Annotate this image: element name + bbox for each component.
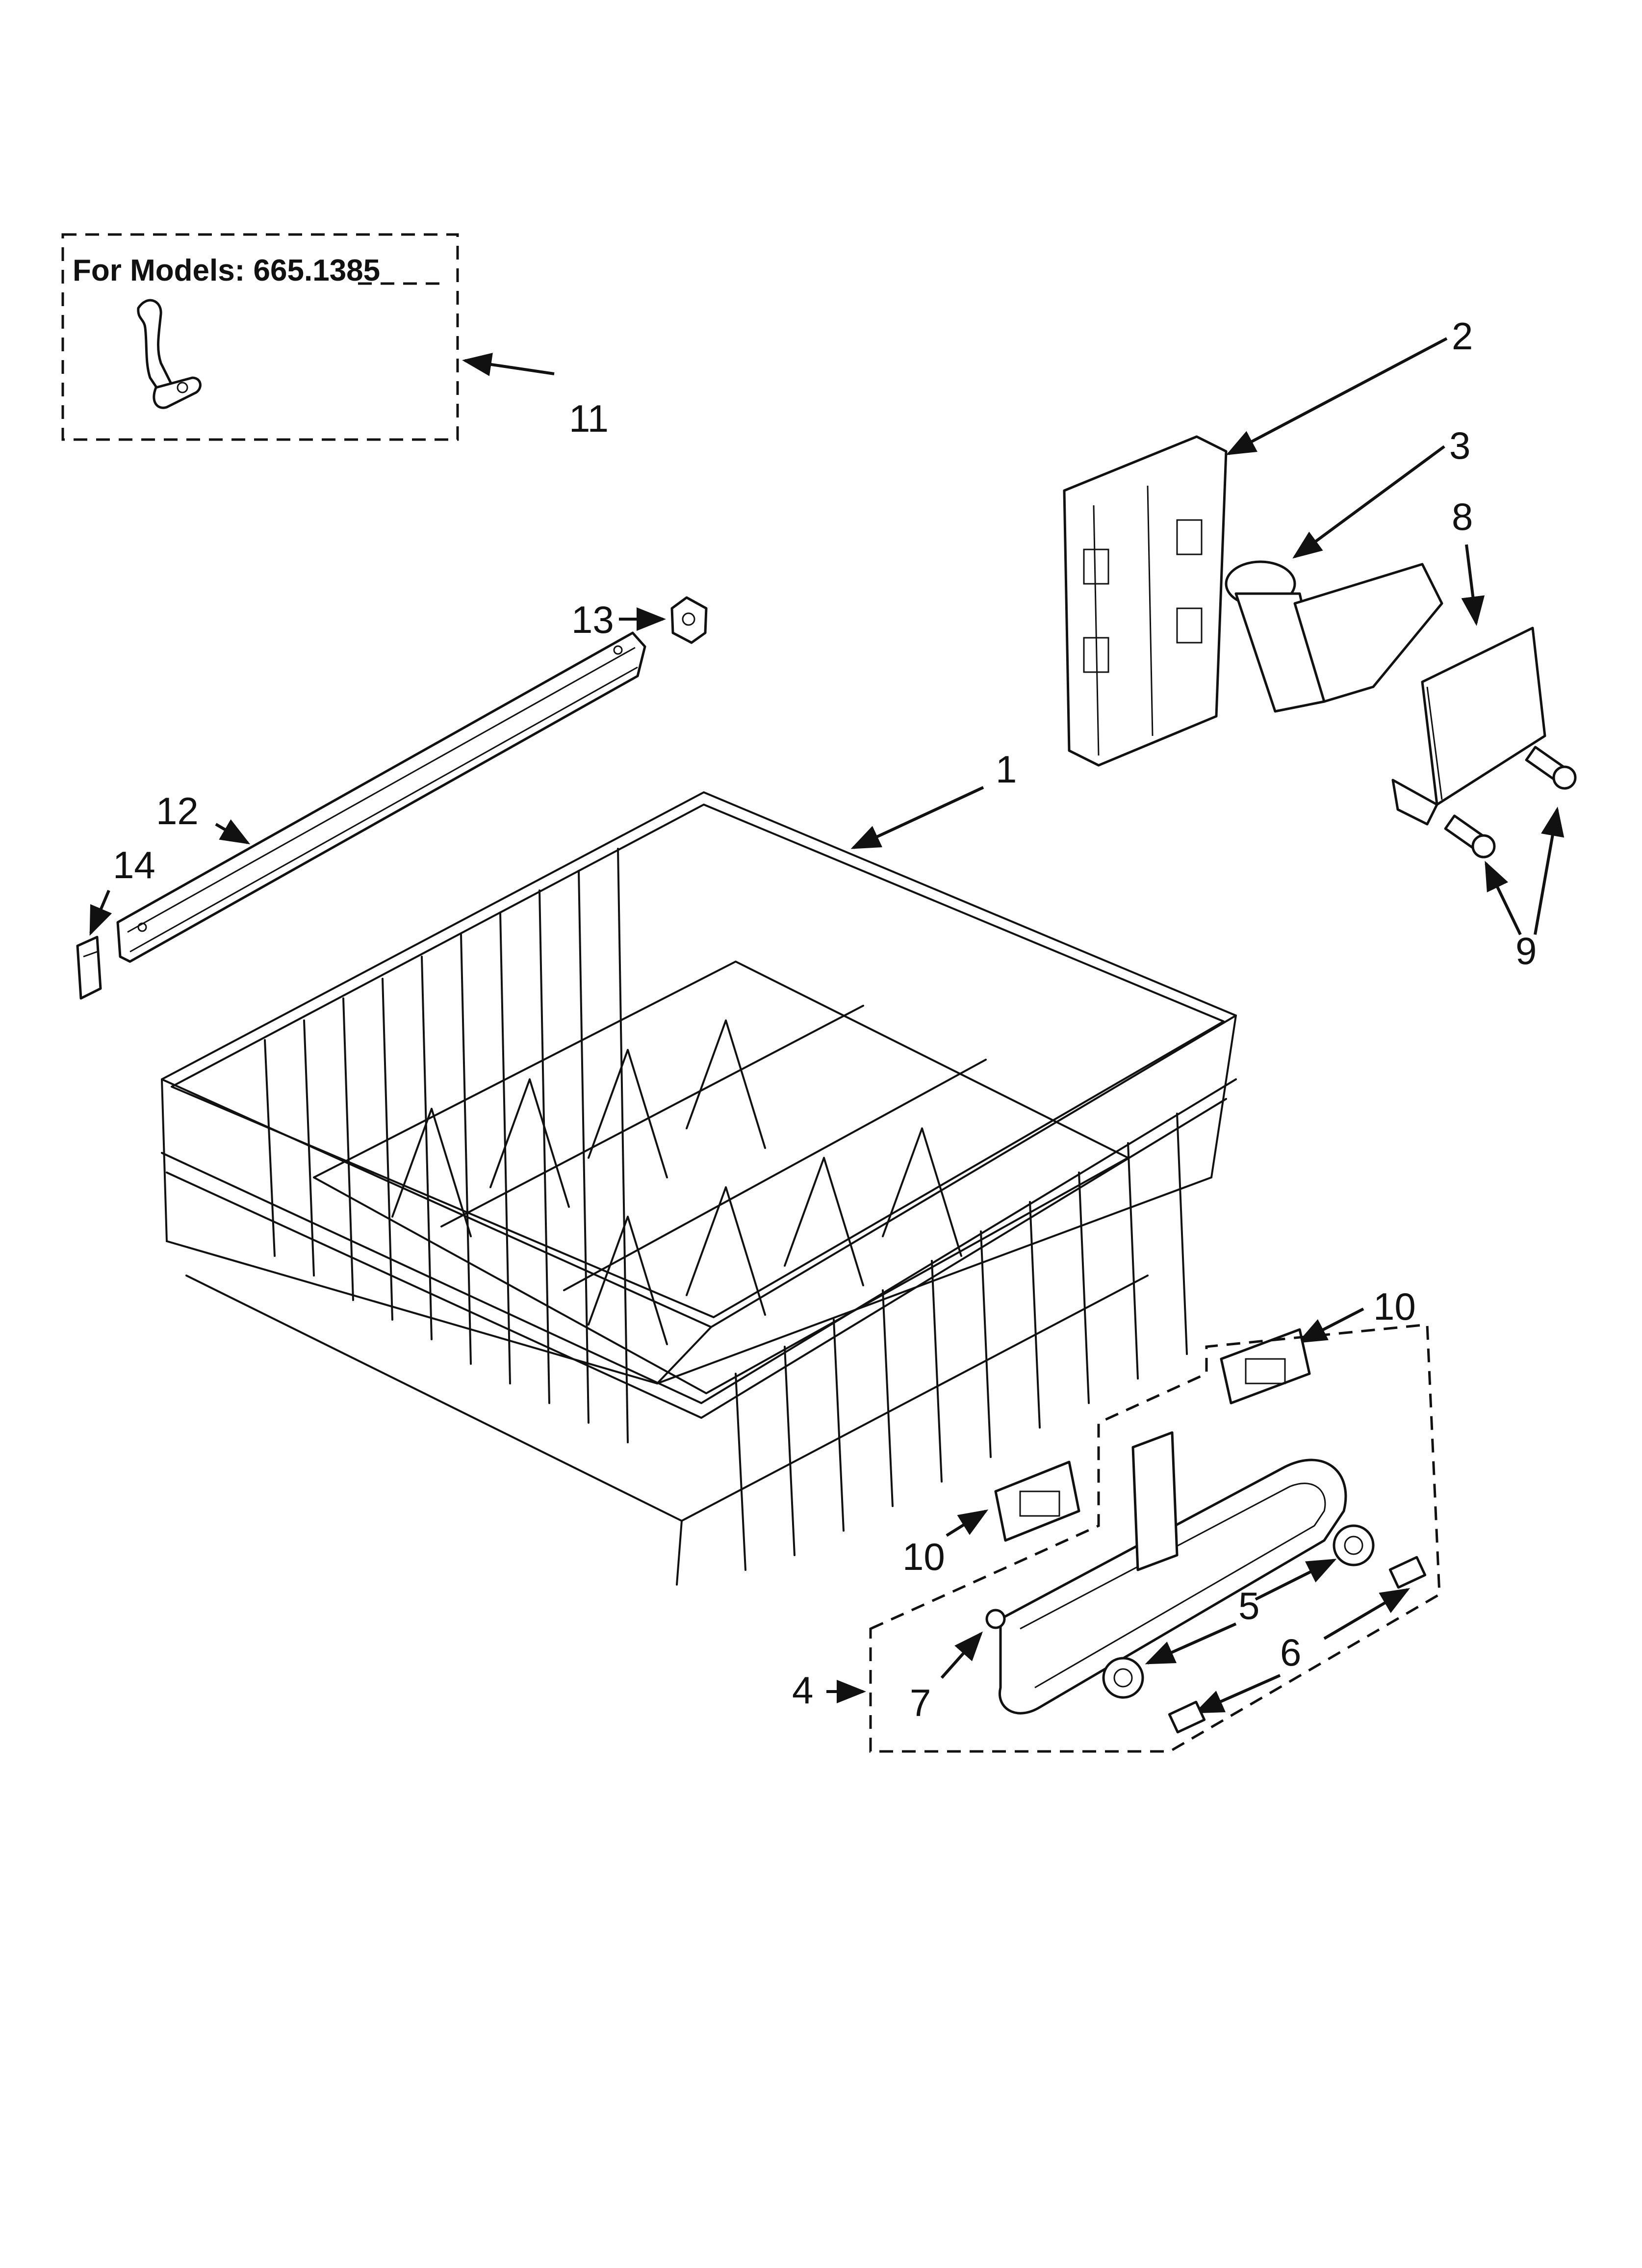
- callout-11: 11: [569, 397, 609, 440]
- callout-10-lower: 10: [902, 1535, 945, 1578]
- part-6-axle-a: [1388, 1556, 1427, 1589]
- part-9-screw-a: [1444, 814, 1496, 859]
- leader-10-lower: [946, 1509, 989, 1537]
- part-8-cover: [1391, 626, 1546, 826]
- part-5-wheel-b: [1102, 1657, 1144, 1699]
- model-note-label: For Models: 665.1385: [73, 254, 380, 287]
- part-10-clip-lower: [994, 1460, 1080, 1542]
- callout-13: 13: [571, 598, 614, 641]
- leader-5a: [1255, 1559, 1337, 1601]
- callout-8: 8: [1452, 495, 1473, 538]
- part-13-clip: [670, 596, 708, 644]
- leader-14: [89, 889, 112, 936]
- leader-6b: [1194, 1674, 1281, 1714]
- leader-7: [940, 1631, 983, 1679]
- callout-14: 14: [113, 843, 155, 886]
- part-11-clip: [137, 299, 202, 409]
- callout-12: 12: [156, 789, 199, 833]
- callout-1: 1: [996, 748, 1017, 791]
- leader-1: [850, 786, 984, 849]
- leader-8: [1461, 544, 1485, 626]
- callout-7: 7: [910, 1681, 931, 1724]
- part-12-rail: [116, 631, 646, 963]
- callout-4: 4: [792, 1668, 813, 1712]
- leader-6a: [1323, 1588, 1411, 1640]
- part-1-rack: [161, 791, 1237, 1586]
- part-3-adjuster-handle: [1225, 560, 1443, 713]
- callout-10-upper: 10: [1373, 1285, 1416, 1328]
- leader-3: [1292, 445, 1445, 559]
- part-4-assembly-box: [869, 1323, 1441, 1753]
- part-14-endcap: [76, 936, 102, 1000]
- part-9-screw-b: [1525, 746, 1577, 790]
- part-2-adjuster-housing: [1063, 435, 1228, 767]
- leader-9a: [1485, 860, 1522, 936]
- leader-5b: [1145, 1622, 1237, 1665]
- leader-11: [462, 353, 555, 376]
- part-5-wheel-a: [1333, 1524, 1375, 1566]
- model-note-box: For Models: 665.1385: [61, 233, 459, 441]
- leader-10-upper: [1297, 1307, 1364, 1343]
- part-6-axle-b: [1168, 1700, 1206, 1734]
- part-4-rack-track: [999, 1431, 1347, 1715]
- part-7-pin: [985, 1609, 1006, 1629]
- callout-9: 9: [1515, 929, 1537, 972]
- callout-6: 6: [1280, 1631, 1301, 1674]
- leader-12: [215, 819, 251, 845]
- callout-5: 5: [1238, 1584, 1259, 1627]
- leader-2: [1226, 337, 1448, 455]
- leader-9b: [1534, 807, 1565, 935]
- callout-2: 2: [1452, 314, 1473, 358]
- callout-3: 3: [1449, 424, 1470, 467]
- part-10-clip-upper: [1220, 1328, 1311, 1405]
